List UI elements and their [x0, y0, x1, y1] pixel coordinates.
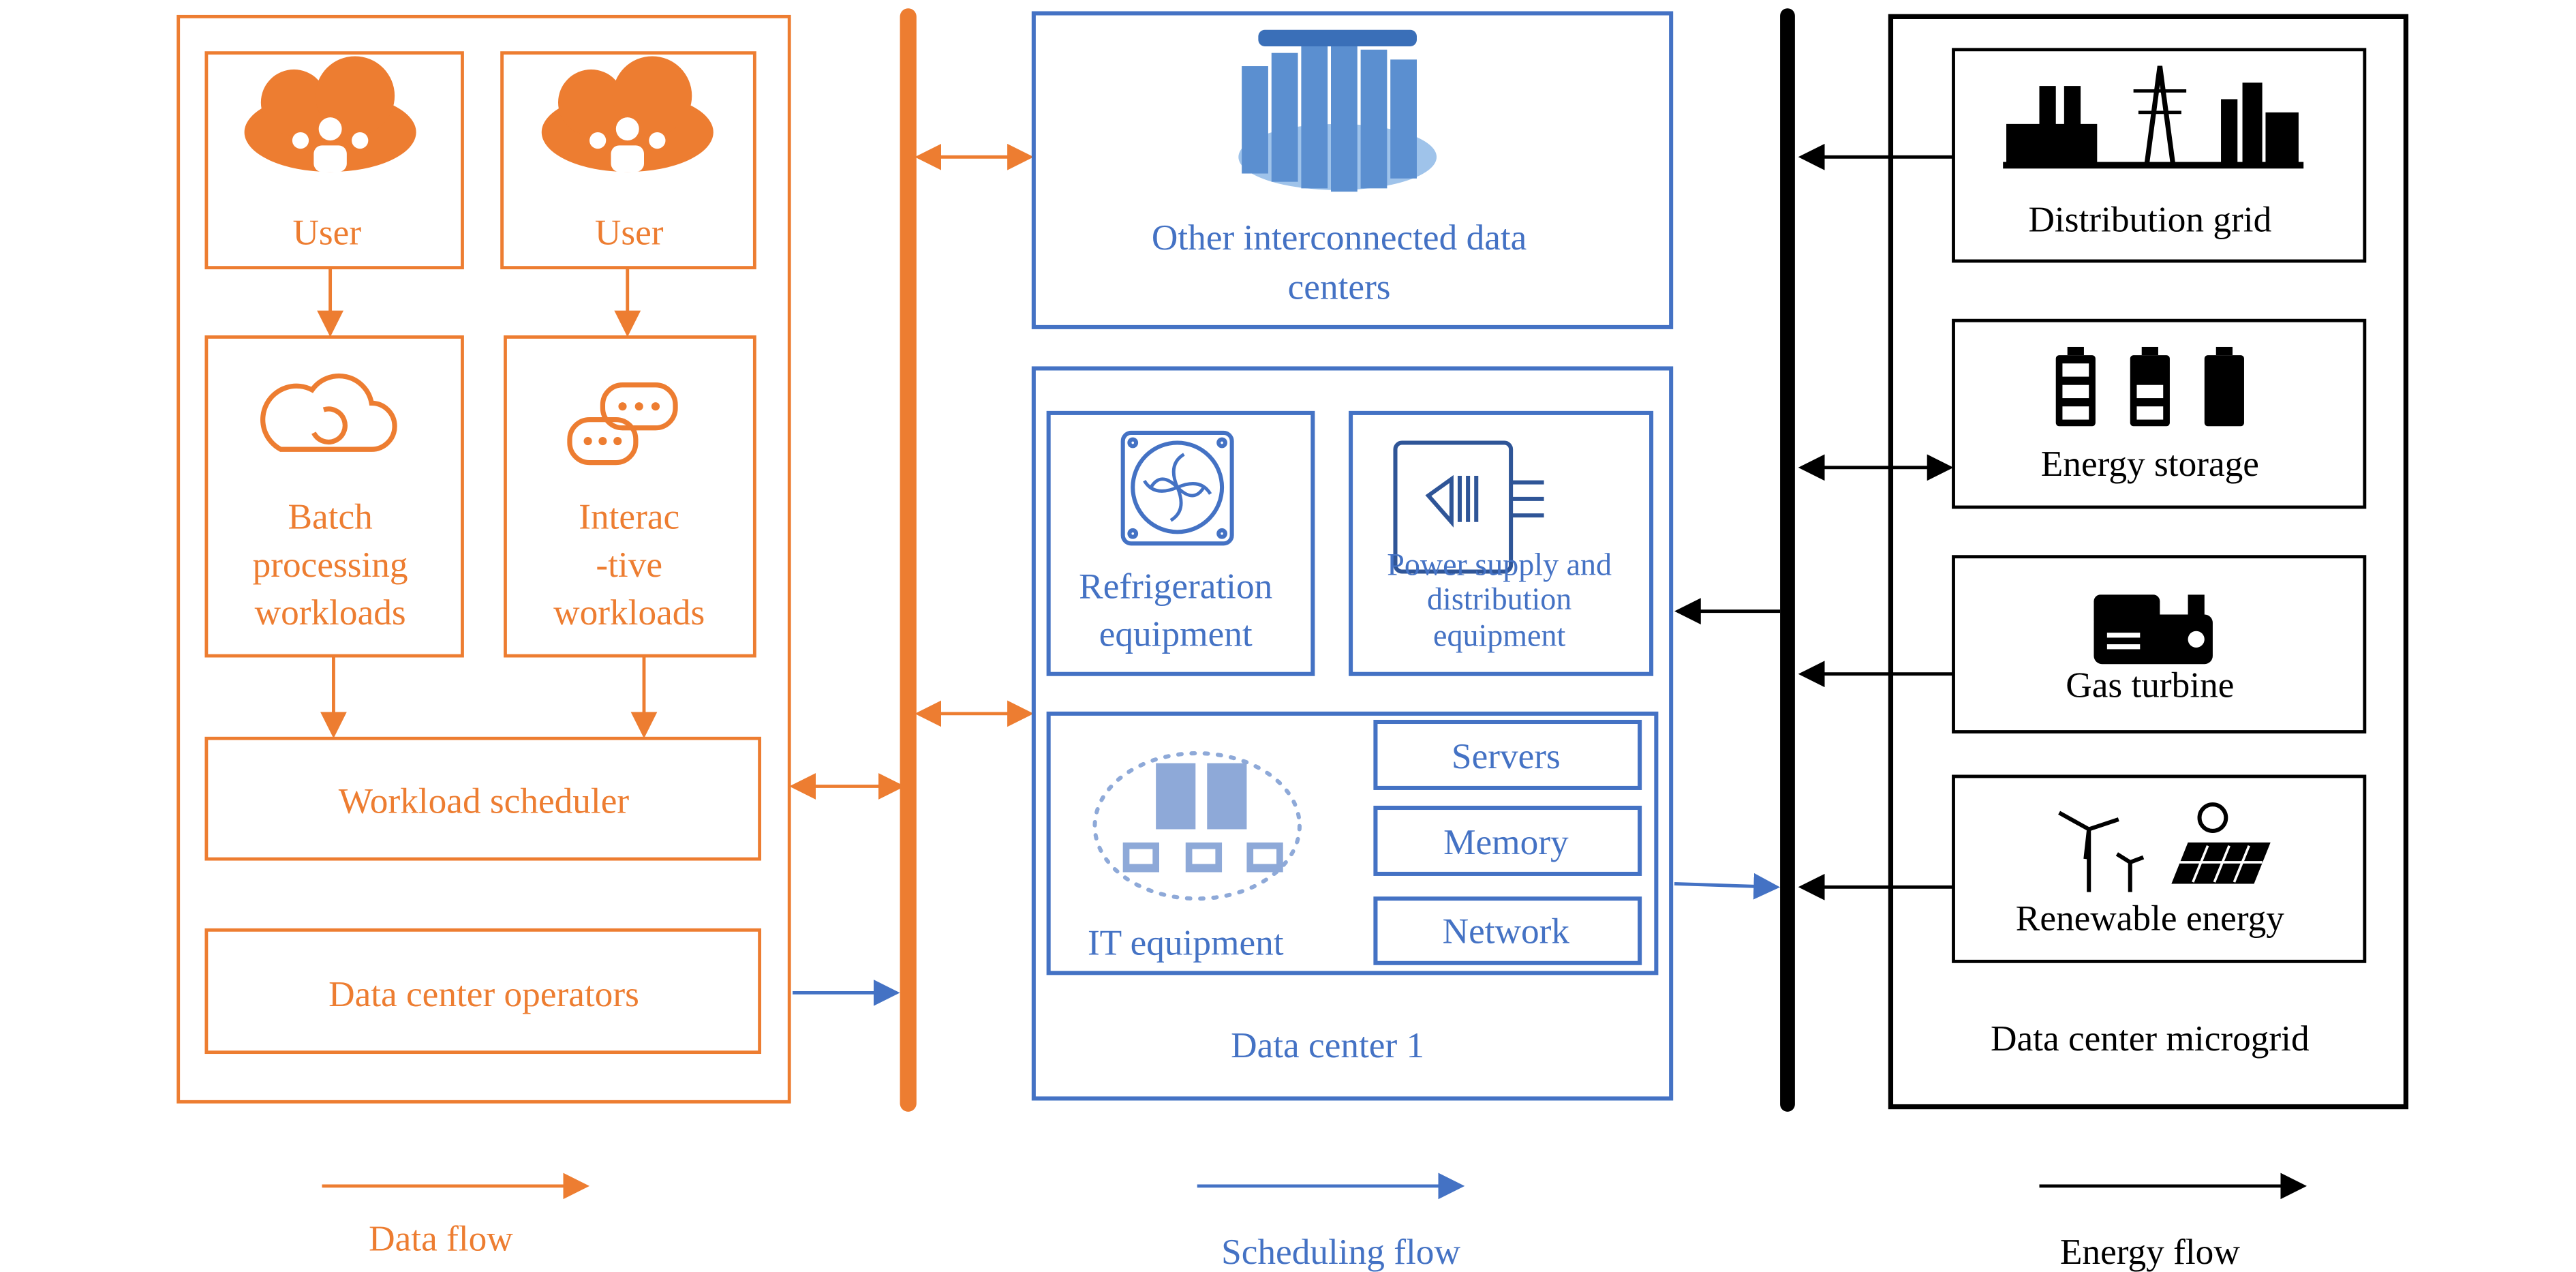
power-grid-icon	[2003, 65, 2304, 169]
energy-storage-label: Energy storage	[2041, 444, 2259, 484]
interactive-line-1: Interac	[579, 497, 679, 537]
dc-scheduling-arrow	[1674, 873, 1781, 900]
legend-data-flow-label: Data flow	[369, 1218, 513, 1258]
fan-icon	[1120, 430, 1234, 546]
power-line-1: Power supply and	[1387, 547, 1612, 581]
energy-flow-arrows	[1674, 143, 1954, 900]
network-box	[1373, 896, 1642, 965]
renewable-energy-label: Renewable energy	[2016, 898, 2284, 938]
generator-icon	[2094, 594, 2213, 665]
legend-scheduling-flow-label: Scheduling flow	[1221, 1232, 1460, 1272]
other-dc-box	[1031, 11, 1674, 329]
legend: Data flow Scheduling flow Energy flow	[322, 1172, 2307, 1272]
cloud-refresh-icon	[260, 373, 397, 452]
cloud-users-icon	[541, 56, 714, 172]
power-line-2: distribution	[1427, 581, 1571, 616]
workload-scheduler-box	[204, 736, 762, 861]
data-flow-arrows	[317, 143, 1034, 800]
user-panel-border	[177, 14, 791, 1104]
it-equipment-box	[1046, 711, 1659, 975]
renewable-energy-box	[1952, 774, 2367, 963]
microgrid-panel	[1888, 14, 2409, 1110]
servers-label: Servers	[1452, 736, 1561, 776]
chat-bubbles-icon	[567, 382, 678, 466]
operators-label: Data center operators	[328, 974, 639, 1014]
data-bus	[900, 8, 917, 1112]
microgrid-label: Data center microgrid	[1991, 1018, 2310, 1059]
microgrid-border	[1888, 14, 2409, 1110]
user-label-1: User	[292, 213, 361, 253]
power-box	[1349, 410, 1654, 676]
server-network-icon	[1092, 751, 1302, 901]
data-center-panel	[1031, 11, 1674, 1101]
gas-turbine-label: Gas turbine	[2066, 665, 2234, 706]
workload-scheduler-label: Workload scheduler	[339, 781, 630, 821]
batch-line-3: workloads	[255, 592, 406, 633]
operators-box	[204, 928, 762, 1055]
data-center-1-label: Data center 1	[1231, 1025, 1424, 1065]
memory-box	[1373, 805, 1642, 876]
interactive-line-3: workloads	[553, 592, 705, 633]
cloud-users-icon	[244, 56, 416, 172]
refrigeration-line-2: equipment	[1099, 614, 1253, 654]
other-dc-line-1: Other interconnected data	[1152, 217, 1527, 258]
user-label-2: User	[595, 213, 664, 253]
energy-storage-box	[1952, 318, 2367, 509]
servers-box	[1373, 719, 1642, 790]
refrigeration-line-1: Refrigeration	[1079, 566, 1272, 606]
wind-solar-icon	[2058, 802, 2271, 892]
energy-bus	[1780, 8, 1795, 1112]
data-center-1-box	[1031, 366, 1674, 1101]
memory-label: Memory	[1443, 822, 1569, 862]
battery-icon	[2055, 346, 2244, 427]
legend-energy-flow-label: Energy flow	[2060, 1232, 2240, 1272]
batch-line-1: Batch	[288, 497, 372, 537]
server-ring-icon	[1238, 29, 1437, 192]
power-distribution-icon	[1393, 440, 1544, 574]
other-dc-line-2: centers	[1288, 267, 1391, 307]
user-box-1	[204, 51, 464, 270]
batch-line-2: processing	[253, 545, 408, 585]
refrigeration-box	[1046, 410, 1315, 676]
interactive-line-2: -tive	[596, 545, 662, 585]
it-equipment-label: IT equipment	[1088, 923, 1284, 963]
power-line-3: equipment	[1433, 618, 1565, 653]
distribution-grid-label: Distribution grid	[2028, 199, 2271, 239]
gas-turbine-box	[1952, 555, 2367, 733]
network-label: Network	[1443, 911, 1570, 952]
